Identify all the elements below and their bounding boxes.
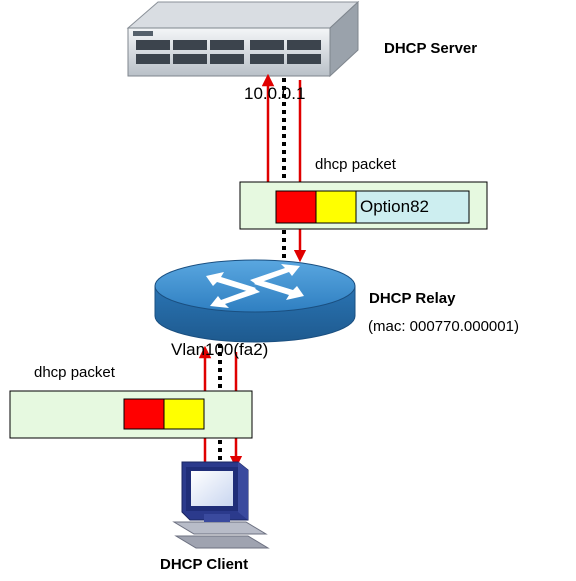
top-packet-yellow-segment (315, 190, 357, 224)
bottom-packet-yellow-segment (163, 398, 205, 430)
relay-mac-label: (mac: 000770.000001) (368, 318, 519, 335)
pc-icon (172, 461, 270, 549)
server-label: DHCP Server (384, 40, 478, 57)
dhcp-server-icon (126, 0, 360, 78)
relay-interface-label: Vlan100(fa2) (171, 340, 269, 359)
router-icon (154, 259, 356, 343)
option82-label: Option82 (360, 197, 429, 216)
bottom-packet-red-segment (123, 398, 165, 430)
relay-label: DHCP Relay (369, 290, 456, 307)
bottom-packet-label: dhcp packet (34, 364, 115, 381)
top-packet-red-segment (275, 190, 317, 224)
server-ip-label: 10.0.0.1 (244, 84, 306, 103)
top-packet-label: dhcp packet (315, 156, 396, 173)
client-label: DHCP Client (160, 556, 249, 573)
option82-segment (355, 190, 470, 224)
